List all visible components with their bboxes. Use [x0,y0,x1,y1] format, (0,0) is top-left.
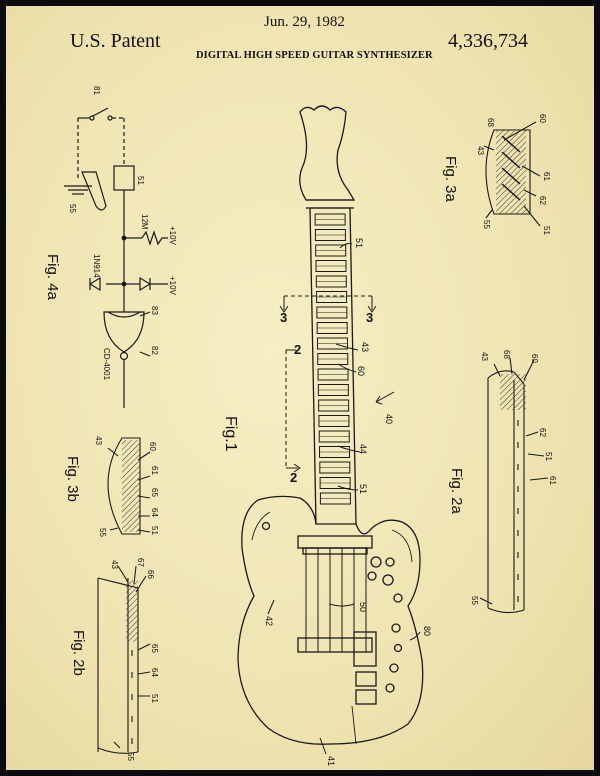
fig2b-ref-66: 66 [146,570,155,579]
label-fret-51: 51 [354,238,364,248]
label-contact-51: 51 [136,176,145,185]
fig2a-drawing [479,357,549,614]
label-ref-60: 60 [356,366,366,376]
label-ref-43: 43 [360,342,370,352]
label-ref-44: 44 [358,444,368,454]
fig2b-drawing [97,565,151,754]
fig3a-ref-60: 60 [538,114,547,123]
fig3a-drawing [483,121,541,227]
guitar-drawing [237,105,424,745]
patent-title: DIGITAL HIGH SPEED GUITAR SYNTHESIZER [196,50,433,61]
label-section-2-top: 2 [294,342,301,357]
neck [309,207,357,525]
fig3b-caption: Fig. 3b [64,456,81,502]
circuit-schematic [64,107,168,408]
headstock [299,105,356,201]
fig4a-caption: Fig. 4a [44,254,61,301]
fig2a-ref-55: 55 [470,596,479,605]
fig2b-ref-64: 64 [150,668,159,677]
patent-number: 4,336,734 [448,30,528,52]
diode [139,276,152,292]
fig3a-caption: Fig. 3a [442,156,459,203]
label-section-2-bottom: 2 [290,470,297,485]
fig3b-ref-55: 55 [98,528,107,537]
fig2b-ref-65: 65 [150,644,159,653]
fig3b-ref-60: 60 [148,442,157,451]
fig2a-ref-62: 62 [538,428,547,437]
fig1-leaders [267,243,421,755]
contact-51 [113,165,135,191]
label-ref-42: 42 [264,616,274,626]
label-section-3-left: 3 [280,310,287,325]
label-supply-bottom: +10V [168,276,177,296]
label-chip-cd4001: CD-4001 [102,348,111,381]
label-resistor-12m: 12M [140,214,149,230]
label-ground-55: 55 [68,204,77,213]
resistor-12m [141,230,168,246]
fig3b-ref-65: 65 [150,488,159,497]
fig3a-ref-62: 62 [538,196,547,205]
fig1-caption: Fig.1 [222,416,239,452]
fig3b-ref-61: 61 [150,466,159,475]
label-out-82: 82 [150,346,159,355]
label-ref-50: 50 [358,602,368,612]
fig2b-ref-43: 43 [110,560,119,569]
fig2b-ref-55: 55 [126,752,135,761]
fig3a-ref-55: 55 [482,220,491,229]
label-supply-top: +10V [168,226,177,246]
fig2a-ref-68: 68 [502,350,511,359]
fig3a-ref-43: 43 [476,146,485,155]
fig3a-ref-68: 68 [486,118,495,127]
label-ref-40: 40 [384,414,394,424]
fig3a-ref-51: 51 [542,226,551,235]
label-gate-83: 83 [150,306,159,315]
label-switch-81: 81 [92,86,101,95]
fig2a-ref-61: 61 [548,476,557,485]
fig3b-ref-51: 51 [150,526,159,535]
patent-date: Jun. 29, 1982 [264,14,345,30]
fig2a-caption: Fig. 2a [448,468,465,515]
label-section-3-right: 3 [366,310,373,325]
tailpiece [297,637,373,653]
fig2b-ref-67: 67 [136,558,145,567]
guitar-strings [305,548,367,652]
fig3b-ref-64: 64 [150,508,159,517]
fig2a-ref-43: 43 [480,352,489,361]
guitar-body [237,495,424,745]
patent-label: U.S. Patent [70,30,161,52]
label-diode-1n914: 1N914 [92,254,101,278]
fig3b-drawing [107,437,151,535]
fig2a-ref-60: 60 [530,354,539,363]
fig2b-caption: Fig. 2b [70,630,87,676]
fig2b-ref-51: 51 [150,694,159,703]
fig2a-ref-51: 51 [544,452,553,461]
label-ref-41: 41 [326,756,336,766]
pickup-tip [81,171,107,211]
bridge [297,535,373,549]
fig3b-ref-43: 43 [94,436,103,445]
nor-gate [103,311,145,353]
fig3a-ref-61: 61 [542,172,551,181]
fret-array [314,213,351,505]
label-ref-80: 80 [422,626,432,636]
label-ref-51-low: 51 [358,484,368,494]
